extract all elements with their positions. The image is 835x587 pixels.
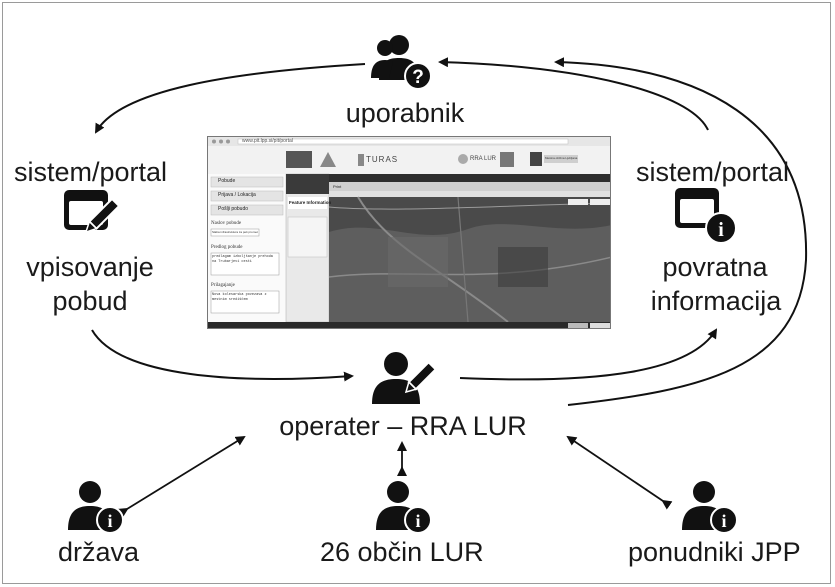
- user-info-icon: i: [376, 481, 432, 534]
- municipalities-label: 26 občin LUR: [320, 537, 484, 567]
- user-info-icon: i: [682, 481, 738, 534]
- providers-label: ponudniki JPP: [628, 537, 801, 567]
- operator-label: operater – RRA LUR: [279, 411, 527, 441]
- screenshot-logo-rra: RRA LUR: [470, 156, 497, 162]
- screenshot-logo-turas: TURAS: [366, 155, 399, 164]
- screenshot-form-value: predlagam izboljšanje prehoda na Trubarj…: [212, 255, 273, 264]
- screenshot-panel-title: Feature Information: [289, 200, 332, 205]
- screenshot-url: www.pit.lpp.si/pit/portal: [242, 138, 293, 144]
- screenshot-toolbar-label: Print: [333, 184, 342, 189]
- portal-left-sub2: pobud: [52, 286, 128, 316]
- svg-text:i: i: [721, 511, 726, 531]
- window-info-icon: i: [675, 188, 737, 244]
- screenshot-form-label: Prilagajanje: [211, 283, 235, 288]
- portal-screenshot-drawing: [208, 137, 610, 328]
- arrow-operator-state: [117, 435, 246, 518]
- user-info-icon: i: [68, 481, 124, 534]
- portal-screenshot: www.pit.lpp.si/pit/portal TURAS RRA LUR …: [207, 136, 611, 329]
- arrow-operator-providers: [566, 435, 673, 510]
- screenshot-form-value: Slaba infrastruktura za peš promet: [212, 230, 258, 234]
- portal-left-sub1: vpisovanje: [26, 252, 154, 282]
- svg-text:i: i: [718, 219, 724, 241]
- user-question-icon: ?: [371, 35, 432, 90]
- portal-left-title: sistem/portal: [14, 157, 168, 187]
- portal-right-sub1: povratna: [662, 252, 768, 282]
- screenshot-sidebar-item: Pošlji pobudo: [218, 206, 249, 212]
- portal-right-sub2: informacija: [650, 286, 782, 316]
- arrow-operator-to-portal-right: [459, 328, 718, 381]
- screenshot-sidebar-item: Prijava / Lokacija: [218, 192, 256, 198]
- screenshot-form-value: Nova kolesarska povezava z mestnim sredi…: [212, 293, 267, 302]
- arrow-portal-right-to-user: [438, 57, 709, 131]
- arrow-operator-loop-to-user: [554, 57, 808, 406]
- user-label: uporabnik: [345, 98, 465, 128]
- portal-right-title: sistem/portal: [636, 157, 790, 187]
- arrow-user-to-portal-left: [95, 63, 366, 134]
- state-label: država: [58, 537, 140, 567]
- screenshot-form-label: Predlog pobude: [211, 245, 243, 250]
- screenshot-form-label: Naslov pobude: [211, 221, 242, 226]
- svg-text:i: i: [415, 511, 420, 531]
- user-pencil-icon: [372, 352, 436, 404]
- svg-text:i: i: [107, 511, 112, 531]
- svg-text:?: ?: [412, 67, 424, 88]
- window-pencil-icon: [64, 190, 121, 234]
- screenshot-sidebar-item: Pobude: [218, 178, 236, 184]
- arrow-portal-left-to-operator: [91, 329, 354, 382]
- screenshot-logo-mol: Mestna občina Ljubljana: [545, 156, 578, 160]
